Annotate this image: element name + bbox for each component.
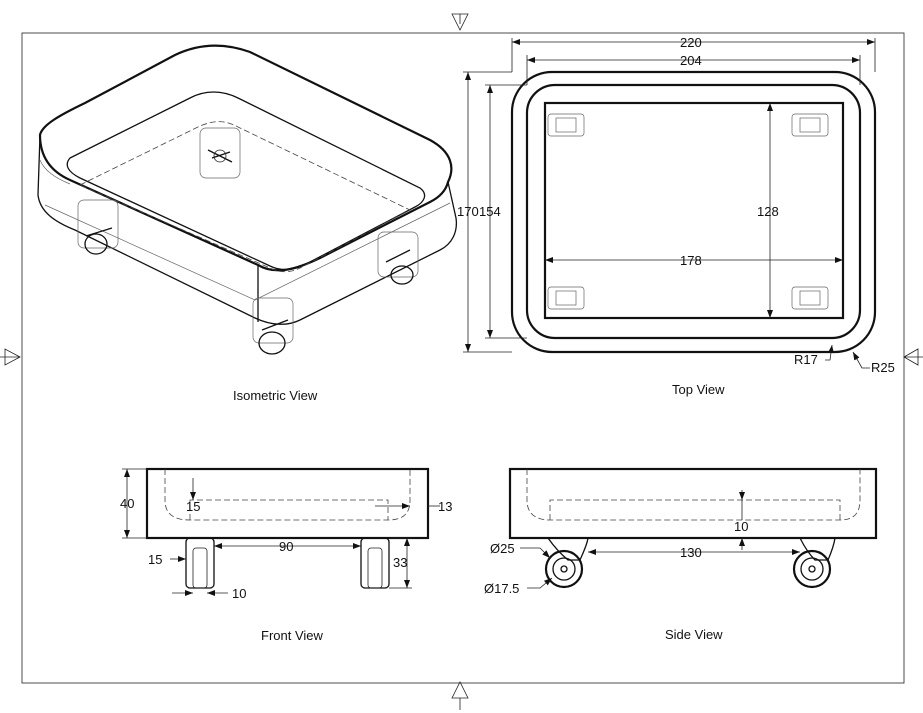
iso-outer-rim (38, 44, 453, 272)
dim-outer-radius: R25 (871, 360, 895, 375)
dim-front-height: 40 (120, 496, 134, 511)
dim-inner-height: 154 (479, 204, 501, 219)
dim-caster-height: 128 (757, 204, 779, 219)
side-view-label: Side View (665, 627, 723, 642)
front-caster-left (185, 537, 215, 589)
top-view-label: Top View (672, 382, 725, 397)
dim-caster-width: 178 (680, 253, 702, 268)
top-outer-outline (510, 70, 877, 354)
dim-front-caster-height: 33 (393, 555, 407, 570)
center-mark-top (451, 13, 469, 31)
dim-inner-width: 204 (680, 53, 702, 68)
dim-front-caster-spacing: 90 (279, 539, 293, 554)
center-mark-bottom (451, 681, 469, 710)
side-view (508, 467, 878, 589)
front-view-label: Front View (261, 628, 324, 643)
side-caster-right-fork (799, 537, 836, 561)
dim-caster-offset: 15 (148, 552, 162, 567)
dim-side-caster-spacing: 130 (680, 545, 702, 560)
front-body (145, 467, 430, 540)
dim-side-wall: 13 (438, 499, 452, 514)
dim-inner-radius: R17 (794, 352, 818, 367)
top-floor-outline (543, 101, 845, 320)
top-casters (547, 113, 829, 310)
dim-base-thickness: 10 (734, 519, 748, 534)
iso-caster-right (377, 231, 419, 285)
dim-wheel-outer: Ø25 (490, 541, 515, 556)
isometric-view-label: Isometric View (233, 388, 318, 403)
center-mark-left (0, 348, 21, 366)
front-caster-right (360, 537, 390, 589)
iso-caster-left (77, 199, 119, 255)
dim-outer-height: 170 (457, 204, 479, 219)
side-body (508, 467, 878, 540)
dim-wall-inset: 15 (186, 499, 200, 514)
top-view (463, 38, 877, 369)
iso-hidden-floor (79, 121, 411, 273)
top-inner-outline (525, 83, 862, 340)
iso-caster-back (199, 127, 241, 179)
iso-caster-front (252, 297, 294, 355)
dim-outer-width: 220 (680, 35, 702, 50)
iso-inner-rim (66, 91, 426, 271)
iso-ghost-bottom (44, 202, 451, 301)
front-view (122, 467, 440, 596)
side-wheel-left (544, 549, 584, 589)
side-caster-left-fork (547, 537, 589, 561)
dim-caster-width: 10 (232, 586, 246, 601)
side-wheel-right (792, 549, 832, 589)
dim-wheel-inner: Ø17.5 (484, 581, 519, 596)
drawing-border (21, 32, 905, 684)
iso-ghost-line (39, 159, 71, 185)
iso-outer-sides (37, 134, 458, 325)
isometric-view (37, 44, 458, 355)
center-mark-right (903, 348, 923, 366)
